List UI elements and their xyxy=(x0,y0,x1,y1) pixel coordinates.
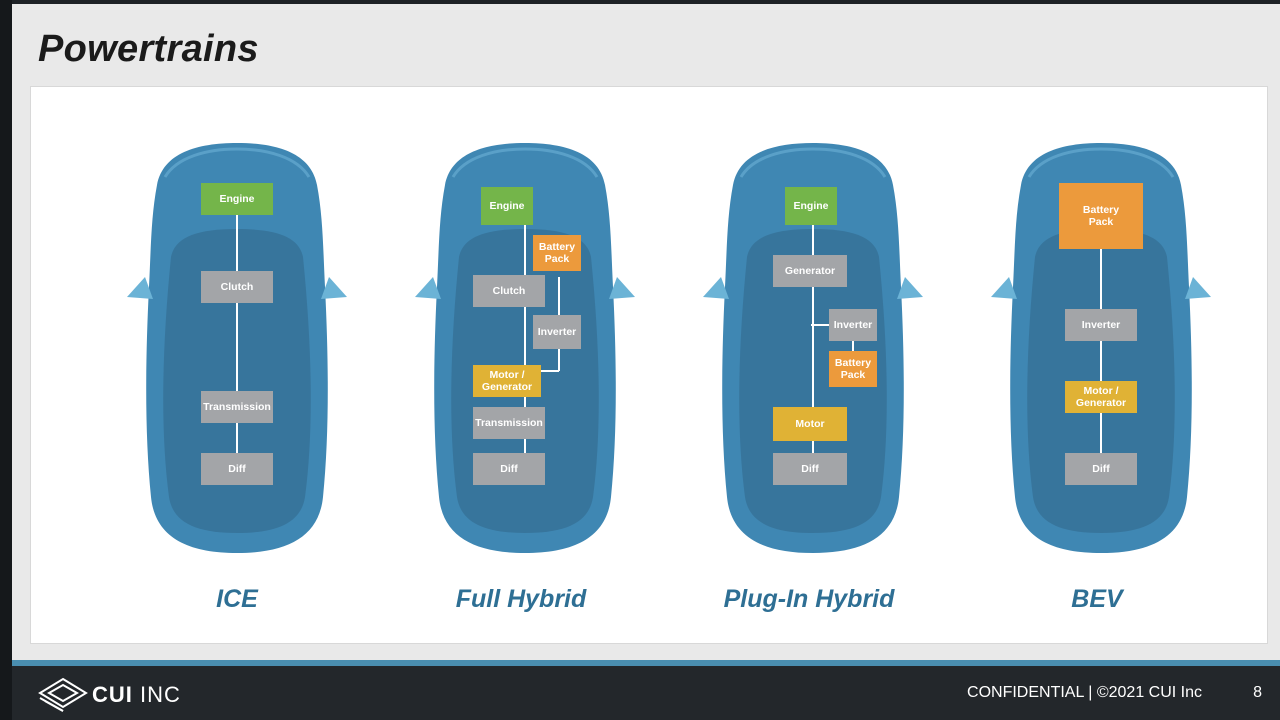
component-diff: Diff xyxy=(473,453,545,485)
component-engine: Engine xyxy=(785,187,837,225)
component-transmission: Transmission xyxy=(473,407,545,439)
slide-title: Powertrains xyxy=(38,28,259,70)
component-battery-pack: Battery Pack xyxy=(533,235,581,271)
component-inverter: Inverter xyxy=(533,315,581,349)
car-label-plug-in-hybrid: Plug-In Hybrid xyxy=(723,585,895,613)
component-diff: Diff xyxy=(773,453,847,485)
diagram-panel: Engine Clutch Transmission Diff ICE Engi… xyxy=(30,86,1268,644)
car-full-hybrid: Engine Battery Pack Clutch Inverter Moto… xyxy=(415,137,635,557)
car-plug-in-hybrid: Engine Generator Inverter Battery Pack M… xyxy=(703,137,923,557)
connector-lines xyxy=(811,324,854,351)
car-bev: Battery Pack Inverter Motor / Generator … xyxy=(991,137,1211,557)
footer: CUI INC CONFIDENTIAL | ©2021 CUI Inc 8 xyxy=(12,666,1280,720)
component-motor-generator: Motor / Generator xyxy=(1065,381,1137,413)
car-body-icon xyxy=(127,143,347,553)
component-clutch: Clutch xyxy=(201,271,273,303)
component-generator: Generator xyxy=(773,255,847,287)
component-battery-pack: Battery Pack xyxy=(1059,183,1143,249)
confidential-notice: CONFIDENTIAL | ©2021 CUI Inc xyxy=(967,684,1202,701)
component-diff: Diff xyxy=(201,453,273,485)
component-inverter: Inverter xyxy=(1065,309,1137,341)
logo-text: CUI INC xyxy=(92,682,181,708)
logo-text-bold: CUI xyxy=(92,682,133,707)
cui-logo-icon xyxy=(38,677,88,712)
footer-stripe xyxy=(12,660,1280,666)
component-inverter: Inverter xyxy=(829,309,877,341)
car-body-icon xyxy=(991,143,1211,553)
slide-left-edge xyxy=(0,0,12,720)
component-battery-pack: Battery Pack xyxy=(829,351,877,387)
car-label-bev: BEV xyxy=(1071,585,1123,613)
component-diff: Diff xyxy=(1065,453,1137,485)
car-label-ice: ICE xyxy=(216,585,258,613)
component-transmission: Transmission xyxy=(201,391,273,423)
component-engine: Engine xyxy=(481,187,533,225)
page-number: 8 xyxy=(1253,684,1262,701)
car-ice: Engine Clutch Transmission Diff xyxy=(127,137,347,557)
component-engine: Engine xyxy=(201,183,273,215)
component-motor-generator: Motor / Generator xyxy=(473,365,541,397)
slide: Powertrains Engine Clutch Transmission D… xyxy=(12,4,1280,660)
logo-text-light: INC xyxy=(140,682,181,707)
car-label-full-hybrid: Full Hybrid xyxy=(455,585,587,613)
component-clutch: Clutch xyxy=(473,275,545,307)
component-motor: Motor xyxy=(773,407,847,441)
